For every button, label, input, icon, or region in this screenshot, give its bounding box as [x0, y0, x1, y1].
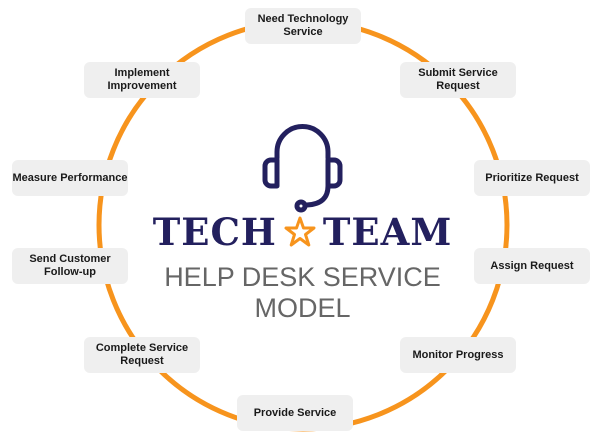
step-label: Complete Service Request [95, 342, 189, 367]
step-provide-service: Provide Service [237, 395, 353, 431]
step-label: Monitor Progress [412, 348, 504, 361]
logo-subtitle: HELP DESK SERVICE MODEL [164, 262, 441, 323]
step-label: Assign Request [490, 259, 574, 272]
step-need-technology-service: Need Technology Service [245, 8, 361, 44]
step-prioritize-request: Prioritize Request [474, 160, 590, 196]
step-monitor-progress: Monitor Progress [400, 337, 516, 373]
step-complete-service-request: Complete Service Request [84, 337, 200, 373]
step-assign-request: Assign Request [474, 248, 590, 284]
logo-wordmark: TECH TEAM [130, 210, 475, 254]
step-label: Measure Performance [12, 171, 128, 184]
logo-word-tech: TECH [152, 210, 277, 254]
logo-word-team: TEAM [322, 210, 453, 254]
step-label: Need Technology Service [257, 13, 349, 38]
star-icon [284, 216, 316, 247]
step-implement-improvement: Implement Improvement [84, 62, 200, 98]
step-label: Implement Improvement [107, 67, 177, 92]
step-label: Submit Service Request [418, 67, 498, 92]
step-label: Prioritize Request [485, 171, 579, 184]
step-measure-performance: Measure Performance [12, 160, 128, 196]
step-label: Send Customer Follow-up [29, 253, 111, 278]
headset-icon [262, 124, 343, 213]
step-send-customer-follow-up: Send Customer Follow-up [12, 248, 128, 284]
step-label: Provide Service [253, 406, 337, 419]
step-submit-service-request: Submit Service Request [400, 62, 516, 98]
